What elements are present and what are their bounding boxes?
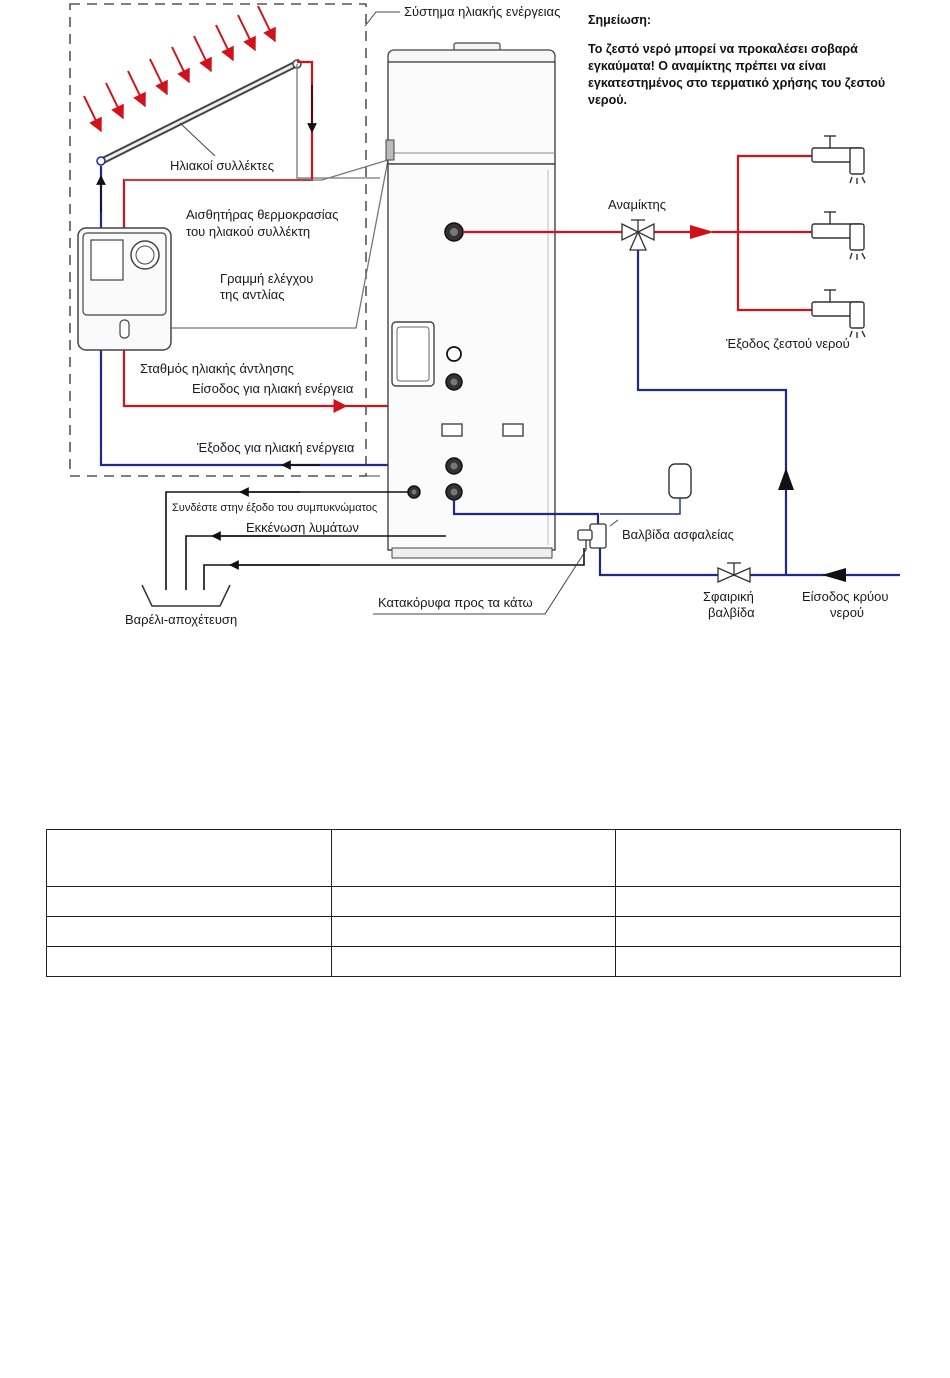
- label-sensor-line2: του ηλιακού συλλέκτη: [186, 224, 310, 239]
- label-drain-barrel: Βαρέλι-αποχέτευση: [125, 612, 237, 627]
- label-collectors: Ηλιακοί συλλέκτες: [170, 158, 274, 173]
- faucet-top: [811, 135, 866, 184]
- note-text: Το ζεστό νερό μπορεί να προκαλέσει σοβαρ…: [588, 42, 886, 107]
- label-hot-out: Έξοδος ζεστού νερού: [725, 336, 850, 351]
- table-cell: [615, 946, 901, 977]
- table-cell: [615, 916, 901, 947]
- label-condensate: Συνδέστε στην έξοδο του συμπυκνώματος: [172, 502, 377, 514]
- installation-diagram: Σύστημα ηλιακής ενέργειας Ηλιακοί συλλέκ…: [69, 3, 900, 627]
- label-ball-valve-line2: βαλβίδα: [708, 605, 755, 620]
- cold-in-arrow: [822, 568, 846, 582]
- label-mixer: Αναμίκτης: [608, 197, 666, 212]
- label-cold-in-line1: Είσοδος κρύου: [802, 589, 889, 604]
- faucet-bottom: [811, 289, 866, 338]
- table-cell: [615, 886, 901, 917]
- solar-collector: [96, 58, 302, 166]
- table-cell: [330, 946, 617, 977]
- label-ball-valve-line1: Σφαιρική: [703, 589, 754, 604]
- hot-water-pipe: [463, 154, 812, 312]
- label-pump-line2: της αντλίας: [220, 287, 285, 302]
- label-sewage: Εκκένωση λυμάτων: [246, 520, 359, 535]
- water-heater: [385, 42, 556, 559]
- label-pump-line1: Γραμμή ελέγχου: [220, 271, 313, 286]
- mixer-valve: [621, 219, 655, 251]
- label-vertical-down: Κατακόρυφα προς τα κάτω: [378, 595, 533, 610]
- label-safety-valve: Βαλβίδα ασφαλείας: [622, 527, 734, 542]
- empty-table: [46, 829, 901, 977]
- note-title: Σημείωση:: [588, 13, 652, 27]
- label-solar-system: Σύστημα ηλιακής ενέργειας: [404, 4, 560, 19]
- label-cold-in-line2: νερού: [830, 605, 864, 620]
- table-cell: [46, 946, 332, 977]
- table-row: [46, 916, 901, 947]
- table-cell: [46, 829, 332, 887]
- ball-valve: [717, 562, 751, 583]
- safety-note: Σημείωση: Το ζεστό νερό μπορεί να προκαλ…: [588, 12, 888, 109]
- drain-barrel: [141, 584, 231, 607]
- solar-system-boundary: [69, 3, 367, 477]
- label-solar-out: Έξοδος για ηλιακή ενέργεια: [196, 440, 355, 455]
- table-cell: [615, 829, 901, 887]
- faucet-middle: [811, 211, 866, 260]
- table-cell: [330, 916, 617, 947]
- cold-up-arrow: [778, 468, 794, 490]
- drain-lines: [165, 491, 585, 590]
- label-solar-in: Είσοδος για ηλιακή ενέργεια: [192, 381, 354, 396]
- table-cell: [46, 916, 332, 947]
- hot-flow-arrow: [690, 225, 714, 239]
- table-row: [46, 946, 901, 977]
- solar-pump-station: [77, 227, 172, 351]
- label-sensor-line1: Αισθητήρας θερμοκρασίας: [186, 207, 338, 222]
- table-cell: [46, 886, 332, 917]
- expansion-vessel: [668, 463, 692, 499]
- table-cell: [330, 829, 617, 887]
- table-row: [46, 886, 901, 917]
- label-station: Σταθμός ηλιακής άντλησης: [140, 361, 294, 376]
- table-cell: [330, 886, 617, 917]
- sun-rays: [83, 5, 276, 133]
- safety-valve: [577, 523, 607, 550]
- table-header-row: [46, 829, 901, 887]
